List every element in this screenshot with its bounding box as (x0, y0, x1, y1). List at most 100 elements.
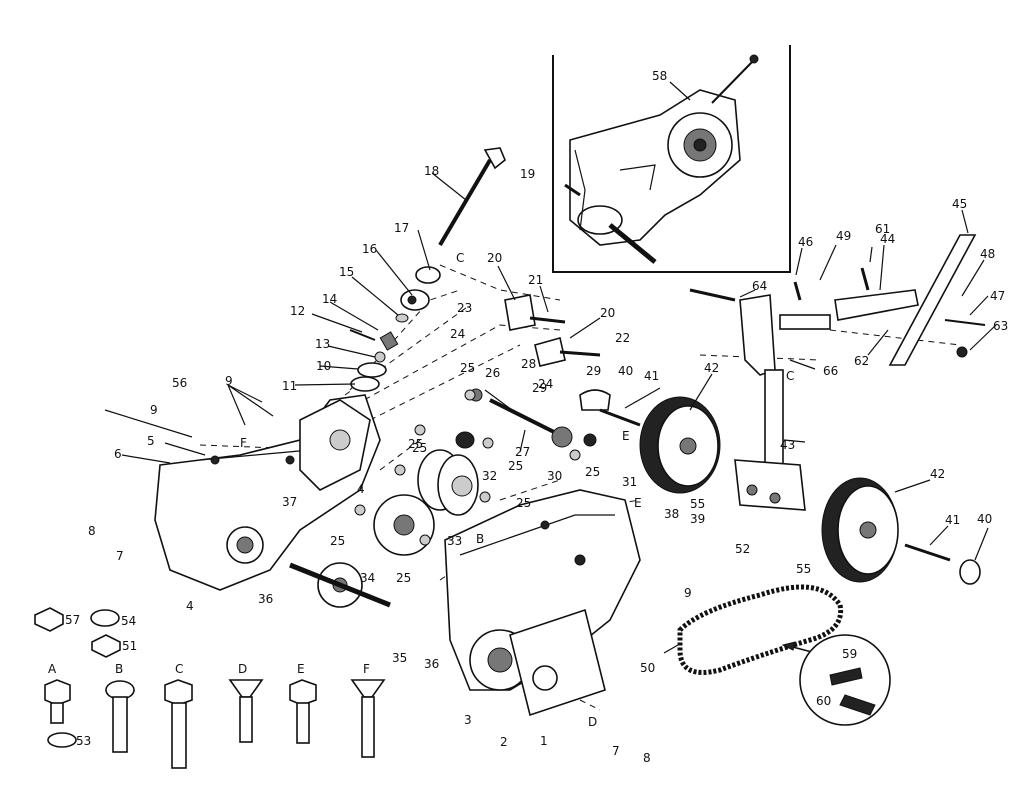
ref-letter: E (297, 662, 305, 676)
part-label: 26 (485, 366, 500, 380)
upper-brackets (504, 294, 641, 427)
hardware-legend (34, 607, 386, 769)
part-label: 10 (316, 359, 331, 373)
part-label: 63 (993, 319, 1008, 333)
part-label: 40 (618, 364, 633, 378)
part-label: 21 (528, 273, 543, 287)
part-label: 24 (450, 327, 465, 341)
part-label: 52 (735, 542, 750, 556)
part-label: 16 (362, 242, 377, 256)
part-label: 47 (990, 289, 1005, 303)
part-label: 15 (339, 265, 354, 279)
part-label: 31 (622, 475, 637, 489)
part-label: 61 (875, 222, 890, 236)
part-label: 9 (225, 374, 233, 388)
part-label: 51 (122, 639, 137, 653)
reference-letters: A B C D E F B C D E E F C (48, 251, 794, 729)
ref-letter: E (634, 496, 642, 510)
part-label: 7 (612, 744, 620, 758)
ref-letter: E (622, 429, 630, 443)
chain-50 (677, 584, 891, 726)
wheel-right (821, 477, 981, 585)
part-label: 55 (690, 497, 705, 511)
part-label: 37 (282, 495, 297, 509)
part-label: 30 (547, 469, 562, 483)
part-label: 29 (532, 381, 547, 395)
part-label: 9 (150, 403, 158, 417)
part-label: 7 (116, 549, 124, 563)
part-label: 45 (952, 197, 967, 211)
part-label: 58 (652, 69, 667, 83)
part-label: 2 (500, 735, 508, 749)
ref-letter: B (476, 532, 484, 546)
part-label: 48 (980, 247, 995, 261)
ref-letter: C (175, 662, 183, 676)
part-label: 39 (690, 512, 705, 526)
part-label: 25 (412, 441, 427, 455)
part-label: 34 (360, 571, 375, 585)
part-label: 32 (482, 469, 497, 483)
part-label: 60 (816, 694, 831, 708)
part-label: 49 (836, 229, 851, 243)
left-housing (154, 394, 381, 591)
part-label: 6 (114, 447, 122, 461)
part-label: 14 (322, 292, 337, 306)
part-label: 36 (424, 657, 439, 671)
depth-stake (689, 288, 831, 511)
part-label: 20 (600, 306, 615, 320)
part-label: 12 (290, 304, 305, 318)
part-label: 54 (121, 614, 136, 628)
part-label: 41 (945, 513, 960, 527)
part-label: 25 (585, 465, 600, 479)
part-label: 25 (408, 437, 423, 451)
part-label: 36 (258, 592, 273, 606)
part-label: 59 (842, 647, 857, 661)
part-label: 28 (521, 357, 536, 371)
part-label: 40 (977, 512, 992, 526)
part-label: 3 (464, 713, 472, 727)
gears-and-sprockets (289, 388, 597, 608)
ref-letter: C (456, 251, 464, 265)
right-bracket (793, 234, 986, 366)
part-label: 4 (357, 482, 365, 496)
part-label: 25 (460, 361, 475, 375)
part-label: 53 (76, 734, 91, 748)
part-label: 25 (396, 571, 411, 585)
part-label: 13 (315, 337, 330, 351)
part-label: 25 (516, 496, 531, 510)
part-label: 17 (394, 221, 409, 235)
part-label: 27 (515, 445, 530, 459)
ref-letter: D (238, 662, 247, 676)
ref-letter: A (48, 662, 57, 676)
ref-letter: F (363, 662, 370, 676)
part-label: 23 (457, 301, 472, 315)
inset-detail-box (552, 45, 791, 273)
part-label: 33 (447, 534, 462, 548)
part-label: 66 (823, 364, 838, 378)
part-label: 5 (147, 434, 155, 448)
part-label: 11 (282, 379, 297, 393)
ref-letter: D (588, 715, 597, 729)
ref-letter: B (115, 662, 123, 676)
part-label: 64 (752, 279, 767, 293)
part-label: 55 (796, 562, 811, 576)
ref-letter: C (786, 369, 794, 383)
part-label: 22 (615, 331, 630, 345)
part-label: 43 (780, 438, 795, 452)
ref-letter: F (240, 436, 247, 450)
part-label: 56 (172, 376, 187, 390)
part-label: 57 (65, 613, 80, 627)
part-label: 46 (798, 235, 813, 249)
shaft-18 (438, 147, 506, 247)
right-housing (444, 489, 641, 717)
part-label: 4 (186, 599, 194, 613)
wheel-left (639, 396, 721, 494)
part-label: 38 (664, 507, 679, 521)
part-label: 35 (392, 651, 407, 665)
small-parts (349, 266, 441, 392)
part-label: 25 (508, 459, 523, 473)
part-label: 19 (520, 167, 535, 181)
part-label: 18 (424, 164, 439, 178)
part-label: 20 (487, 251, 502, 265)
